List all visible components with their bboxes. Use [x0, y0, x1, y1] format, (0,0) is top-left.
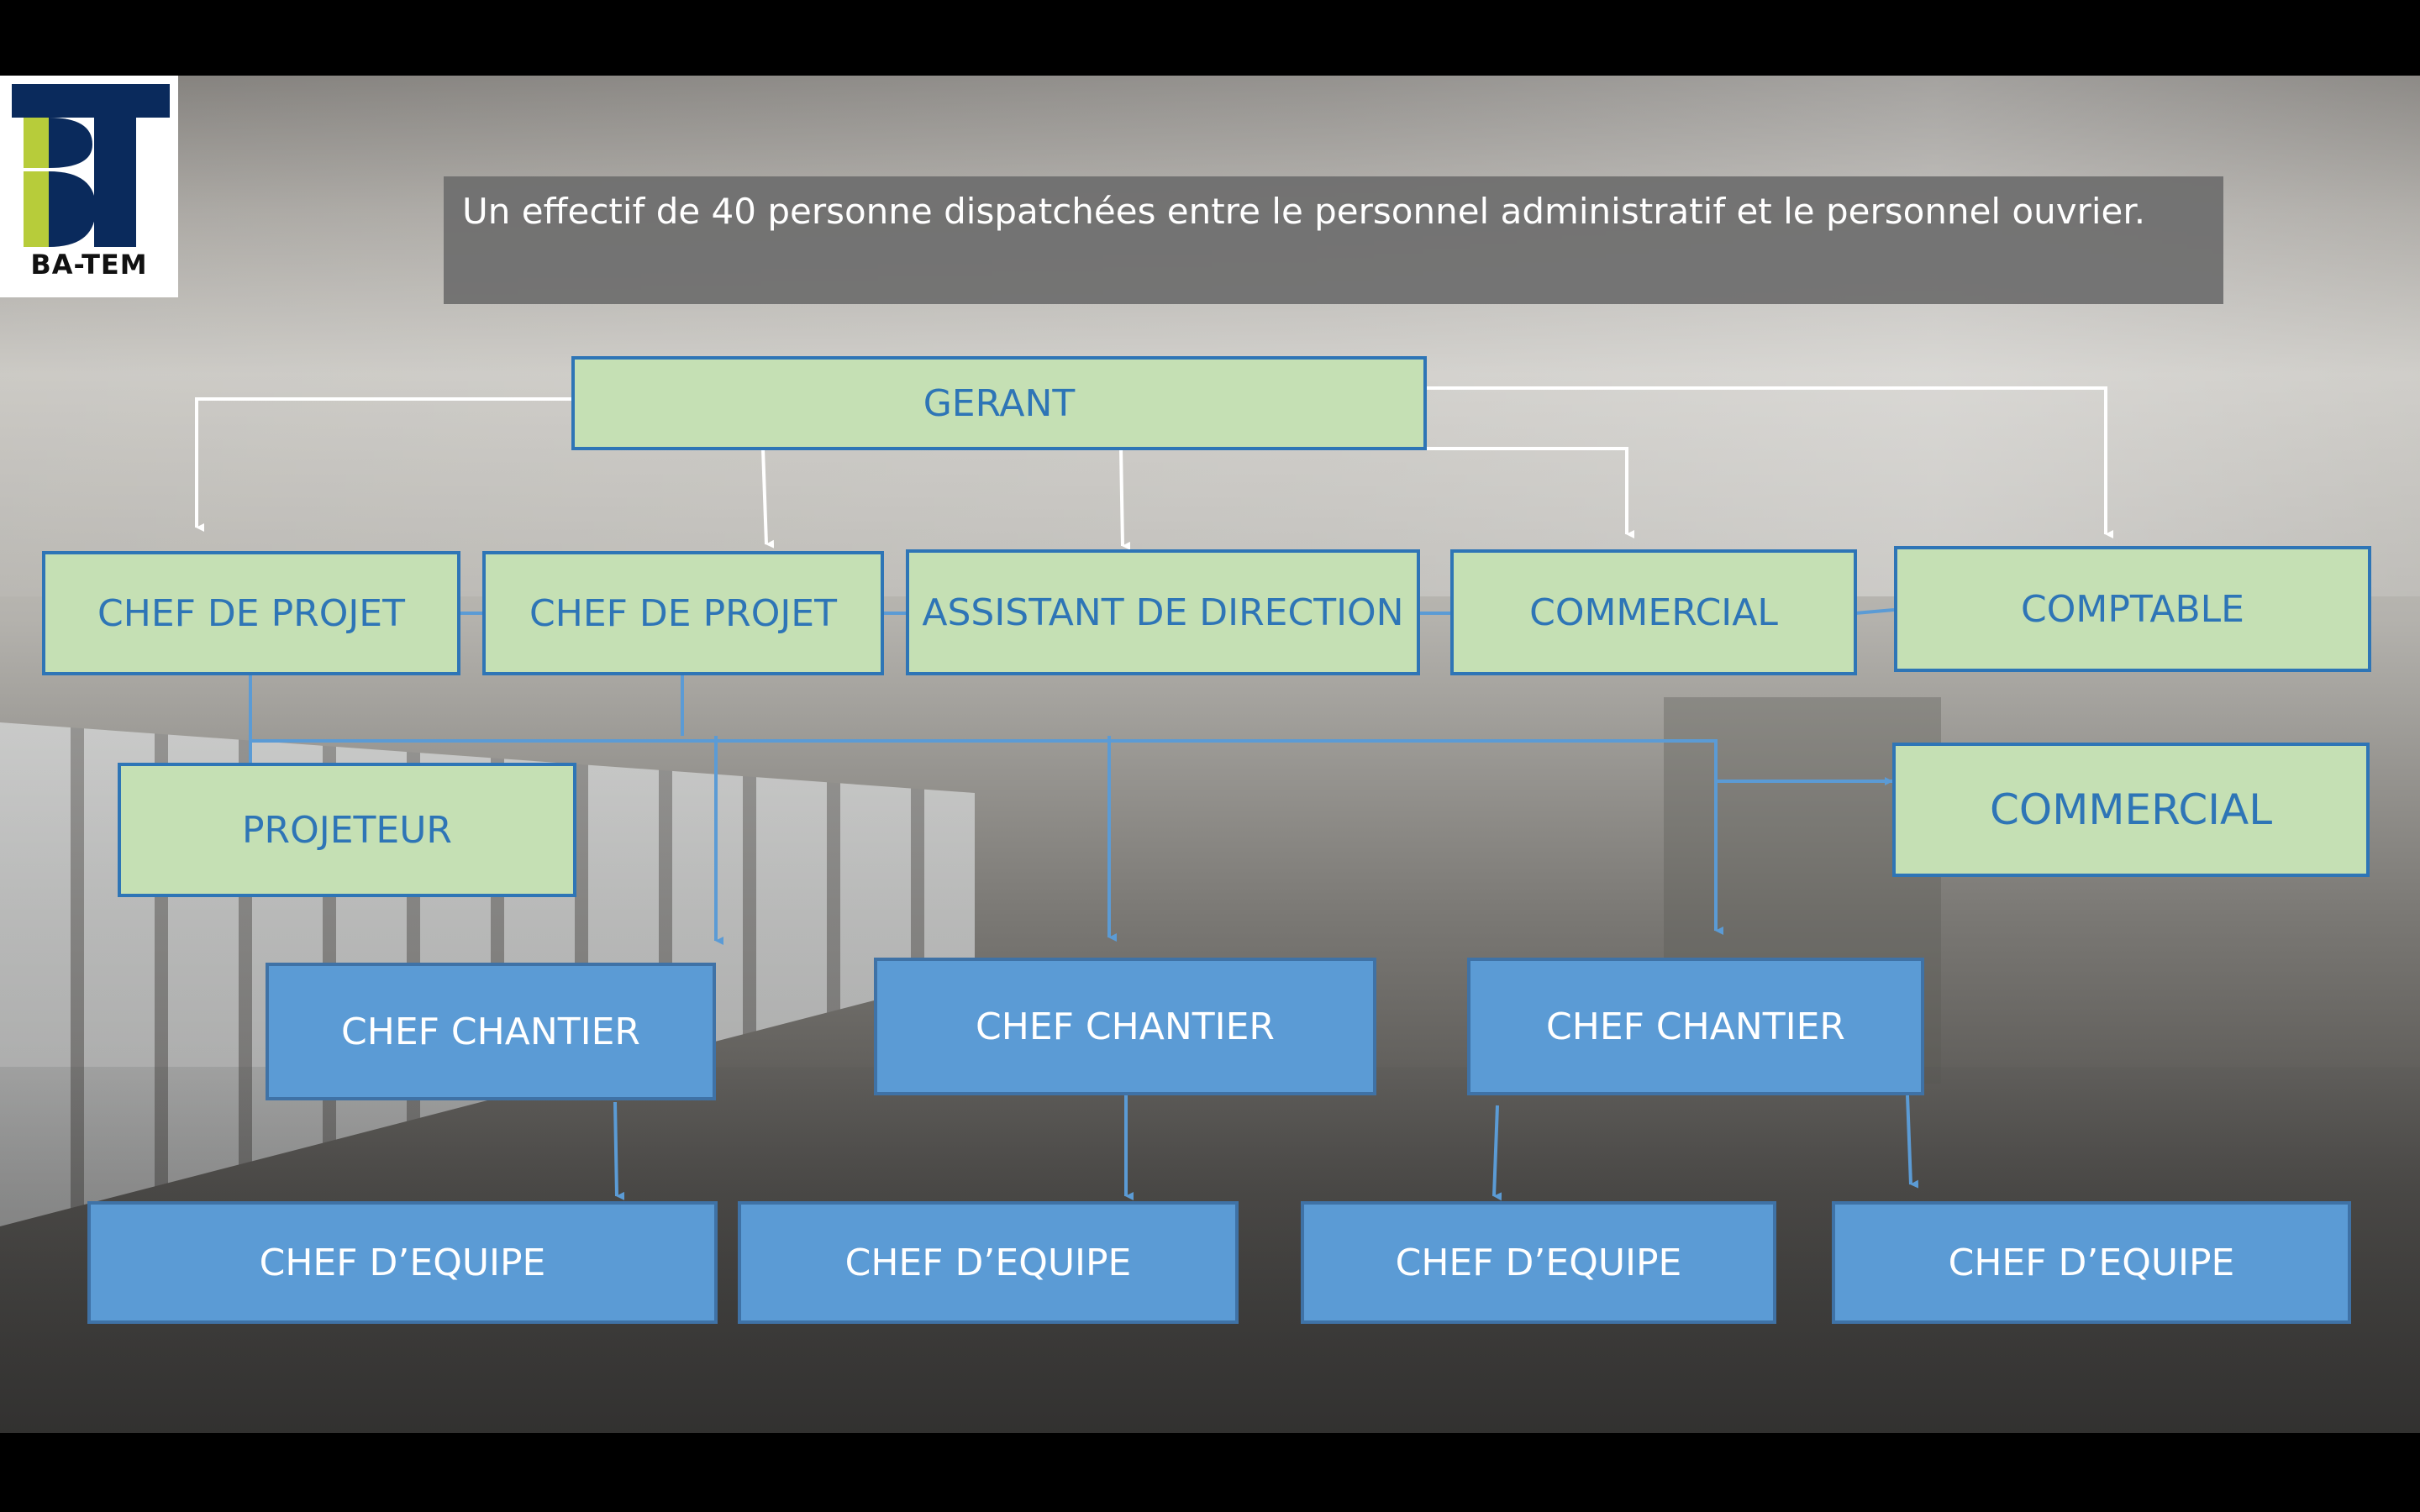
connector-cp1-down — [249, 674, 1723, 935]
box-chef-de-projet-2: CHEF DE PROJET — [482, 551, 884, 675]
ba-tem-logo-icon — [12, 84, 170, 247]
box-chef-chantier-3: CHEF CHANTIER — [1467, 958, 1924, 1095]
box-gerant: GERANT — [571, 356, 1427, 450]
connectors — [195, 386, 2113, 1201]
connector-chantier3-equipe4 — [1906, 1095, 1919, 1189]
logo: BA-TEM — [0, 76, 178, 297]
slide: BA-TEM Un effectif de 40 personne dispat… — [0, 76, 2420, 1433]
box-chef-de-projet-1: CHEF DE PROJET — [42, 551, 460, 675]
logo-text: BA-TEM — [30, 249, 148, 281]
box-chef-chantier-2: CHEF CHANTIER — [874, 958, 1376, 1095]
connector-gerant-chef-projet-1 — [195, 397, 571, 532]
connector-row2-link-4 — [1854, 608, 1895, 615]
box-commercial-2: COMMERCIAL — [1892, 743, 2370, 877]
box-chef-equipe-2: CHEF D’EQUIPE — [738, 1201, 1239, 1324]
box-chef-equipe-1: CHEF D’EQUIPE — [87, 1201, 718, 1324]
connector-gerant-chef-projet-2 — [761, 448, 775, 549]
box-projeteur: PROJETEUR — [118, 763, 576, 897]
box-commercial-1: COMMERCIAL — [1450, 549, 1857, 675]
connector-chantier1-equipe1 — [613, 1101, 625, 1200]
box-chef-chantier-1: CHEF CHANTIER — [266, 963, 716, 1100]
connector-gerant-assistant — [1119, 448, 1131, 550]
box-comptable: COMPTABLE — [1894, 546, 2371, 672]
connector-chantier3-equipe3 — [1492, 1105, 1502, 1201]
headline-banner: Un effectif de 40 personne dispatchées e… — [444, 176, 2223, 304]
box-assistant-de-direction: ASSISTANT DE DIRECTION — [906, 549, 1420, 675]
connector-gerant-comptable — [1427, 386, 2113, 538]
box-chef-equipe-4: CHEF D’EQUIPE — [1832, 1201, 2351, 1324]
connector-gerant-commercial — [1425, 447, 1634, 538]
box-chef-equipe-3: CHEF D’EQUIPE — [1301, 1201, 1776, 1324]
background-ceiling — [0, 76, 2420, 596]
